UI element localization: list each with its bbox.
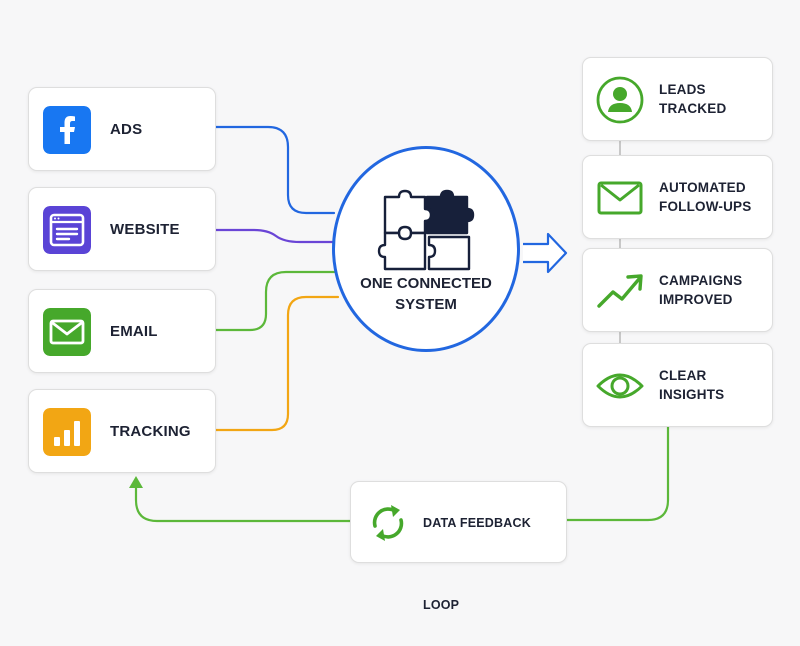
refresh-cycle-icon	[372, 505, 404, 541]
bar-chart-icon	[43, 408, 91, 456]
outcome-label-campaigns-improved: CAMPAIGNS IMPROVED	[659, 273, 743, 307]
hub-label: ONE CONNECTED SYSTEM	[360, 275, 492, 313]
website-connector	[214, 228, 336, 244]
loop-to-tracking-connector	[134, 484, 352, 523]
outcome-label-automated-follow-ups: AUTOMATED FOLLOW-UPS	[659, 180, 752, 214]
source-card-email[interactable]: EMAIL	[28, 289, 216, 373]
ads-connector	[214, 125, 336, 215]
puzzle-pieces-icon	[377, 189, 475, 271]
user-circle-icon	[596, 76, 644, 124]
eye-icon	[596, 373, 644, 399]
envelope-icon	[43, 308, 91, 356]
feedback-loop-label: DATA FEEDBACK LOOP	[423, 516, 531, 612]
diagram-canvas: ADS WEBSITE EMAIL TRACKING	[28, 57, 773, 612]
outcome-label-leads-tracked: LEADS TRACKED	[659, 82, 727, 116]
source-card-tracking[interactable]: TRACKING	[28, 389, 216, 473]
outcome-card-automated-follow-ups[interactable]: AUTOMATED FOLLOW-UPS	[582, 155, 773, 239]
central-hub[interactable]: ONE CONNECTED SYSTEM	[332, 146, 520, 352]
insights-to-loop-connector	[565, 424, 670, 522]
source-card-website[interactable]: WEBSITE	[28, 187, 216, 271]
outcome-card-campaigns-improved[interactable]: CAMPAIGNS IMPROVED	[582, 248, 773, 332]
email-connector	[214, 270, 336, 332]
envelope-outline-icon	[597, 181, 643, 215]
source-label-email: EMAIL	[110, 323, 158, 340]
outcome-label-clear-insights: CLEAR INSIGHTS	[659, 368, 725, 402]
source-label-website: WEBSITE	[110, 221, 180, 238]
hub-output-arrow	[523, 232, 568, 274]
outcome-card-clear-insights[interactable]: CLEAR INSIGHTS	[582, 343, 773, 427]
loop-arrowhead	[129, 476, 143, 488]
trend-up-icon	[597, 274, 643, 308]
source-label-tracking: TRACKING	[110, 423, 191, 440]
browser-window-icon	[43, 206, 91, 254]
source-card-ads[interactable]: ADS	[28, 87, 216, 171]
feedback-loop-card[interactable]: DATA FEEDBACK LOOP	[350, 481, 567, 612]
tracking-connector	[214, 295, 340, 432]
connectors	[129, 125, 670, 523]
source-label-ads: ADS	[110, 121, 143, 138]
facebook-icon	[43, 106, 91, 154]
outcome-card-leads-tracked[interactable]: LEADS TRACKED	[582, 57, 773, 141]
